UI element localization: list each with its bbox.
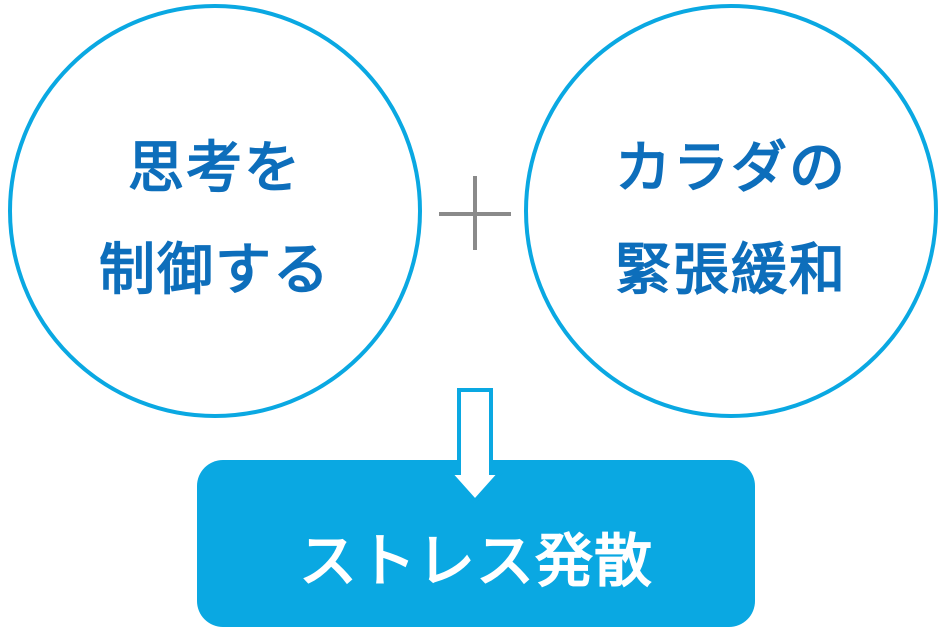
left-circle-line1: 思考を [128, 136, 302, 199]
left-circle-text: 思考を 制御する [99, 117, 331, 321]
right-circle-line2: 緊張緩和 [615, 238, 847, 301]
plus-vertical-bar [473, 176, 477, 250]
left-circle-line2: 制御する [99, 238, 331, 301]
down-arrow-icon [447, 388, 503, 504]
right-circle: カラダの 緊張緩和 [524, 4, 938, 418]
result-box-label: ストレス発散 [298, 528, 653, 594]
right-circle-line1: カラダの [615, 136, 847, 199]
right-circle-text: カラダの 緊張緩和 [615, 117, 847, 321]
result-box: ストレス発散 [197, 460, 755, 627]
plus-icon [439, 176, 511, 250]
left-circle: 思考を 制御する [8, 4, 422, 418]
